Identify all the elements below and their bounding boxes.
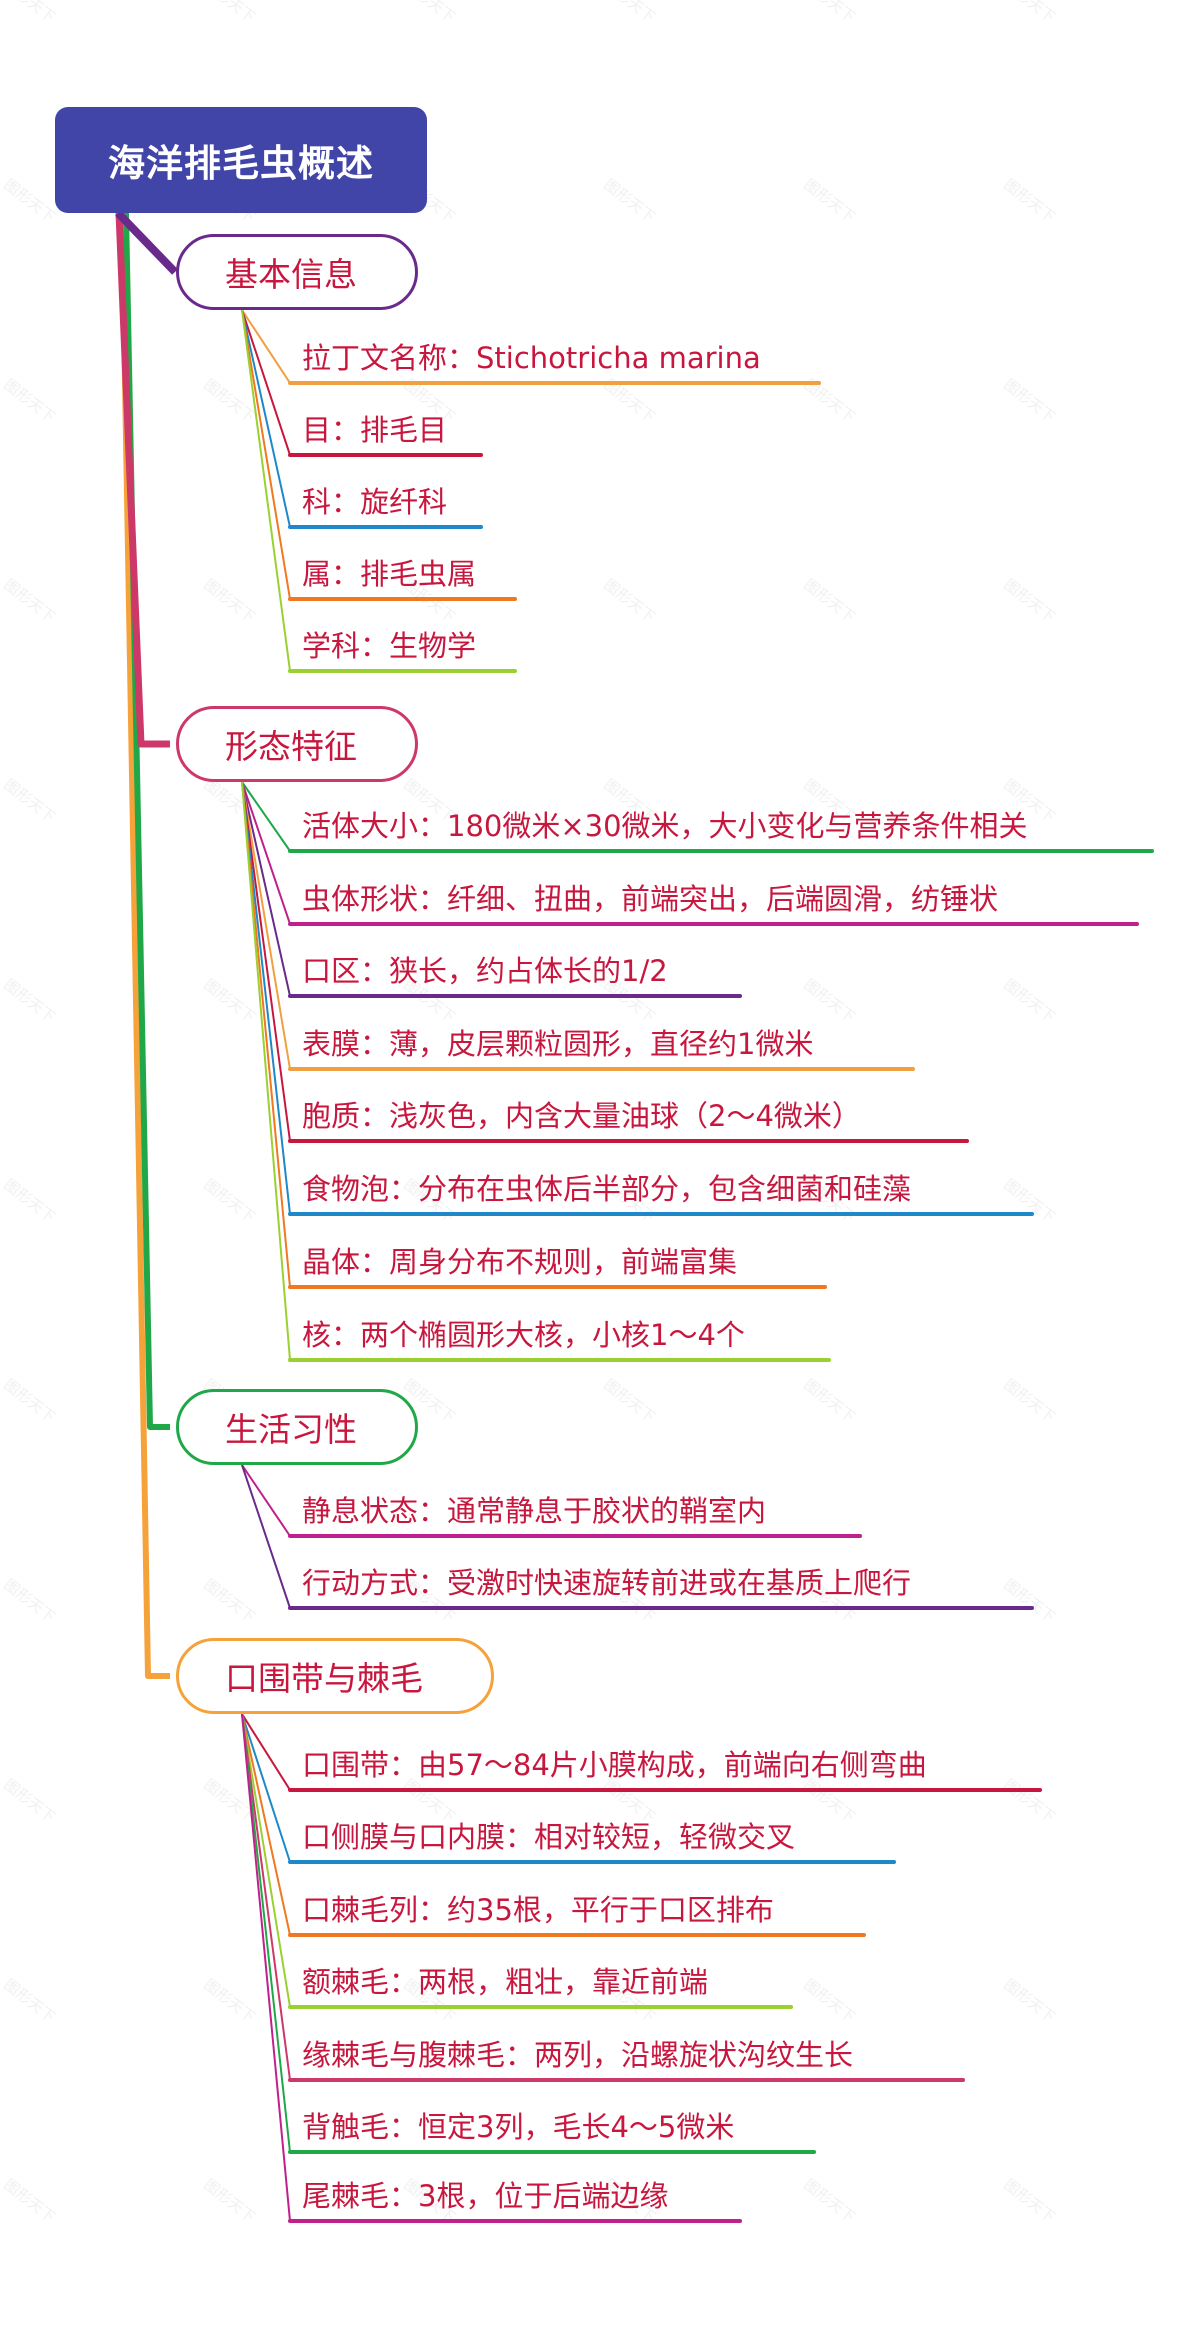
leaf-text: 目：排毛目: [302, 413, 448, 447]
root-title: 海洋排毛虫概述: [108, 142, 374, 185]
leaf-text: 表膜：薄，皮层颗粒圆形，直径约1微米: [302, 1027, 814, 1061]
branch-label: 形态特征: [225, 727, 357, 766]
leaf-node[interactable]: 虫体形状：纤细、扭曲，前端突出，后端圆滑，纺锤状: [290, 874, 1137, 924]
leaf-text: 晶体：周身分布不规则，前端富集: [302, 1245, 738, 1279]
leaf-node[interactable]: 活体大小：180微米×30微米，大小变化与营养条件相关: [290, 801, 1152, 851]
branch-node[interactable]: 基本信息: [176, 234, 418, 310]
leaf-text: 尾棘毛：3根，位于后端边缘: [302, 2179, 669, 2213]
leaf-node[interactable]: 晶体：周身分布不规则，前端富集: [290, 1237, 825, 1287]
branch-label: 基本信息: [225, 255, 357, 294]
leaf-text: 行动方式：受激时快速旋转前进或在基质上爬行: [302, 1566, 912, 1600]
leaf-node[interactable]: 目：排毛目: [290, 405, 481, 455]
leaf-node[interactable]: 背触毛：恒定3列，毛长4～5微米: [290, 2102, 814, 2152]
leaf-text: 口区：狭长，约占体长的1/2: [302, 954, 668, 988]
leaf-node[interactable]: 额棘毛：两根，粗壮，靠近前端: [290, 1957, 791, 2007]
leaf-node[interactable]: 静息状态：通常静息于胶状的鞘室内: [290, 1486, 860, 1536]
leaf-text: 胞质：浅灰色，内含大量油球（2～4微米）: [302, 1099, 861, 1133]
leaf-text: 食物泡：分布在虫体后半部分，包含细菌和硅藻: [302, 1172, 912, 1206]
leaf-text: 口围带：由57～84片小膜构成，前端向右侧弯曲: [302, 1748, 927, 1782]
leaf-node[interactable]: 行动方式：受激时快速旋转前进或在基质上爬行: [290, 1558, 1032, 1608]
leaf-text: 属：排毛虫属: [302, 557, 477, 591]
leaf-node[interactable]: 表膜：薄，皮层颗粒圆形，直径约1微米: [290, 1019, 913, 1069]
leaf-text: 活体大小：180微米×30微米，大小变化与营养条件相关: [302, 809, 1028, 843]
branch-node[interactable]: 口围带与棘毛: [176, 1638, 494, 1714]
branch-node[interactable]: 生活习性: [176, 1389, 418, 1465]
leaf-node[interactable]: 学科：生物学: [290, 621, 515, 671]
root-node[interactable]: 海洋排毛虫概述: [55, 107, 427, 213]
leaf-text: 口棘毛列：约35根，平行于口区排布: [302, 1893, 774, 1927]
leaf-text: 额棘毛：两根，粗壮，靠近前端: [302, 1965, 709, 1999]
leaf-node[interactable]: 缘棘毛与腹棘毛：两列，沿螺旋状沟纹生长: [290, 2030, 963, 2080]
leaf-node[interactable]: 口棘毛列：约35根，平行于口区排布: [290, 1885, 864, 1935]
leaf-node[interactable]: 食物泡：分布在虫体后半部分，包含细菌和硅藻: [290, 1164, 1032, 1214]
leaf-text: 核：两个椭圆形大核，小核1～4个: [302, 1318, 745, 1352]
leaf-node[interactable]: 尾棘毛：3根，位于后端边缘: [290, 2171, 740, 2221]
leaf-text: 静息状态：通常静息于胶状的鞘室内: [302, 1494, 767, 1528]
leaf-node[interactable]: 胞质：浅灰色，内含大量油球（2～4微米）: [290, 1091, 967, 1141]
leaf-text: 口侧膜与口内膜：相对较短，轻微交叉: [302, 1820, 796, 1854]
leaf-text: 背触毛：恒定3列，毛长4～5微米: [302, 2110, 735, 2144]
leaf-node[interactable]: 口区：狭长，约占体长的1/2: [290, 946, 740, 996]
leaf-text: 缘棘毛与腹棘毛：两列，沿螺旋状沟纹生长: [302, 2038, 854, 2072]
leaf-node[interactable]: 拉丁文名称：Stichotricha marina: [290, 333, 819, 383]
branch-label: 口围带与棘毛: [225, 1659, 423, 1698]
leaf-node[interactable]: 科：旋纤科: [290, 477, 481, 527]
leaf-text: 虫体形状：纤细、扭曲，前端突出，后端圆滑，纺锤状: [302, 882, 999, 916]
leaf-node[interactable]: 口侧膜与口内膜：相对较短，轻微交叉: [290, 1812, 894, 1862]
leaf-node[interactable]: 属：排毛虫属: [290, 549, 515, 599]
leaf-node[interactable]: 口围带：由57～84片小膜构成，前端向右侧弯曲: [290, 1740, 1040, 1790]
branch-node[interactable]: 形态特征: [176, 706, 418, 782]
branch-label: 生活习性: [225, 1410, 357, 1449]
leaf-text: 学科：生物学: [302, 629, 477, 663]
leaf-node[interactable]: 核：两个椭圆形大核，小核1～4个: [290, 1310, 829, 1360]
leaf-text: 拉丁文名称：Stichotricha marina: [302, 341, 761, 375]
leaf-text: 科：旋纤科: [302, 485, 448, 519]
